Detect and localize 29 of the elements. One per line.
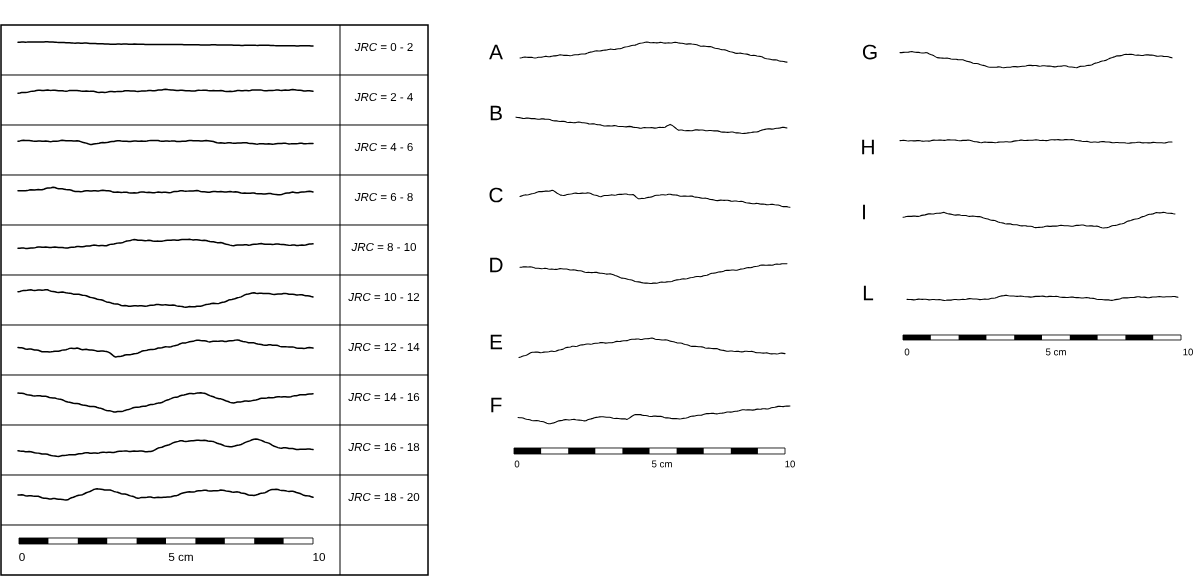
jrc-range-label: JRC = 12 - 14 xyxy=(348,342,420,352)
jrc-range-label: JRC = 14 - 16 xyxy=(348,392,420,402)
scale-label: 10 xyxy=(785,460,795,468)
profile-letter: I xyxy=(863,204,865,220)
profile-letter: D xyxy=(490,257,503,273)
scale-label: 0 xyxy=(514,460,520,468)
jrc-range-label: JRC = 18 - 20 xyxy=(348,492,420,502)
profile-letter: F xyxy=(491,397,502,413)
jrc-range-label: JRC = 10 - 12 xyxy=(348,292,420,302)
scale-label: 10 xyxy=(1183,348,1193,356)
jrc-range-label: JRC = 8 - 10 xyxy=(351,242,417,252)
scale-label: 0 xyxy=(19,552,25,562)
scale-label: 10 xyxy=(313,552,326,562)
profile-letter: A xyxy=(489,44,503,60)
profile-letter: E xyxy=(490,334,503,350)
scale-label: 5 cm xyxy=(1045,348,1066,356)
profile-letter: C xyxy=(489,187,503,203)
jrc-range-label: JRC = 4 - 6 xyxy=(354,142,413,152)
profile-letter: L xyxy=(863,285,874,301)
profile-letter: H xyxy=(862,139,874,155)
jrc-range-label: JRC = 16 - 18 xyxy=(348,442,420,452)
scale-label: 0 xyxy=(904,348,910,356)
jrc-range-label: JRC = 0 - 2 xyxy=(354,42,413,52)
scale-label: 5 cm xyxy=(168,552,193,562)
profile-letter: G xyxy=(862,44,877,60)
profile-letter: B xyxy=(490,105,502,121)
scale-label: 5 cm xyxy=(651,460,672,468)
jrc-range-label: JRC = 2 - 4 xyxy=(354,92,413,102)
jrc-range-label: JRC = 6 - 8 xyxy=(354,192,413,202)
